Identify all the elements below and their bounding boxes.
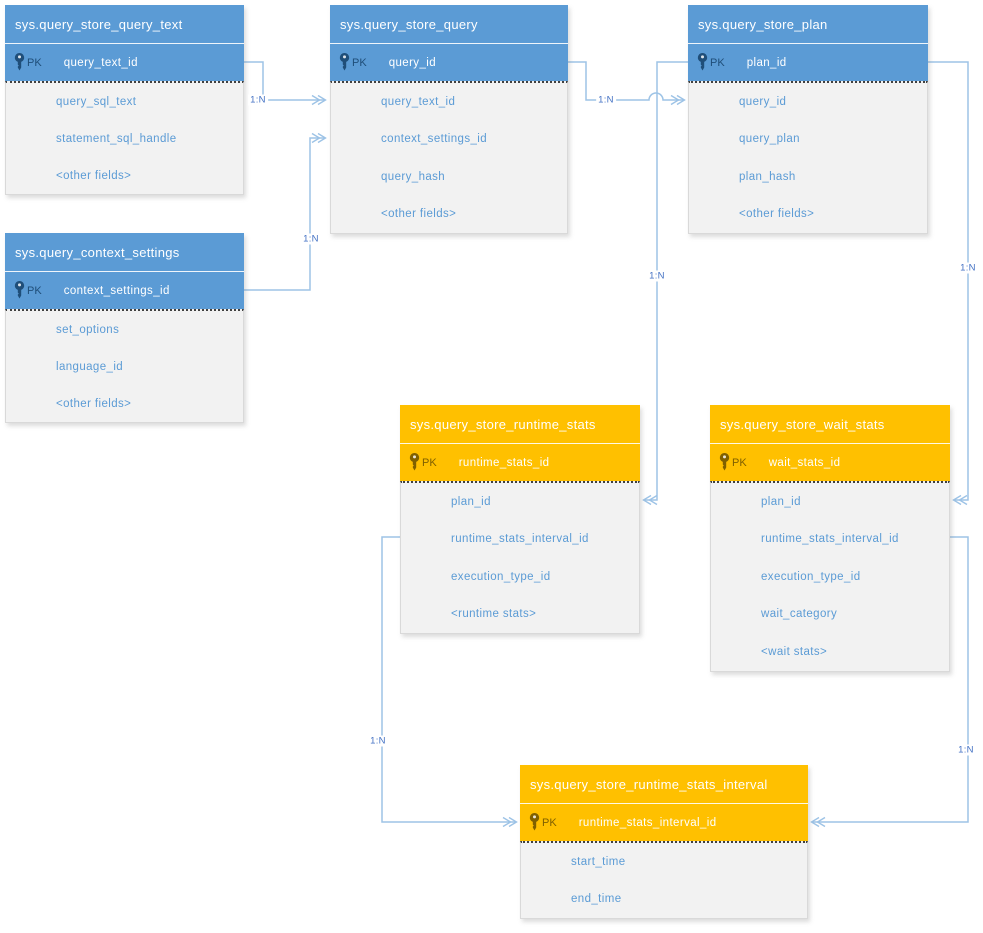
pk-row: PK query_text_id — [5, 43, 244, 81]
entity-title: sys.query_store_plan — [688, 5, 928, 43]
pk-row: PK query_id — [330, 43, 568, 81]
field-row: execution_type_id — [761, 570, 861, 583]
field-row: query_hash — [381, 170, 446, 183]
key-icon — [13, 280, 26, 301]
field-row: plan_hash — [739, 170, 796, 183]
connector-query-to-plan[interactable] — [568, 61, 686, 106]
connector-contextsettings-to-query[interactable] — [244, 132, 327, 291]
pk-row: PK plan_id — [688, 43, 928, 81]
field-row: <other fields> — [56, 397, 132, 410]
field-list: start_time end_time — [520, 841, 808, 919]
field-row: runtime_stats_interval_id — [761, 533, 899, 546]
field-row: runtime_stats_interval_id — [451, 533, 589, 546]
pk-label: PK — [542, 816, 557, 829]
cardinality-label: 1:N — [301, 233, 321, 245]
field-row: context_settings_id — [381, 133, 488, 146]
cardinality-label: 1:N — [368, 735, 388, 747]
connector-plan-to-waitstats[interactable] — [928, 61, 969, 506]
key-icon — [718, 452, 731, 473]
entity-query-context-settings[interactable]: sys.query_context_settings PK context_se… — [5, 233, 244, 423]
key-icon — [408, 452, 421, 473]
field-row: query_text_id — [381, 95, 456, 108]
entity-title: sys.query_store_runtime_stats — [400, 405, 640, 443]
entity-title: sys.query_store_query_text — [5, 5, 244, 43]
cardinality-label: 1:N — [956, 744, 976, 756]
entity-title: sys.query_store_wait_stats — [710, 405, 950, 443]
field-list: query_id query_plan plan_hash <other fie… — [688, 81, 928, 234]
pk-field-name: plan_id — [746, 56, 787, 69]
field-list: query_text_id context_settings_id query_… — [330, 81, 568, 234]
pk-field-name: runtime_stats_id — [458, 456, 550, 469]
pk-field-name: runtime_stats_interval_id — [578, 816, 717, 829]
field-row: <runtime stats> — [451, 608, 537, 621]
field-row: statement_sql_handle — [56, 132, 177, 145]
pk-row: PK wait_stats_id — [710, 443, 950, 481]
entity-query-store-runtime-stats[interactable]: sys.query_store_runtime_stats PK runtime… — [400, 405, 640, 634]
field-row: set_options — [56, 323, 120, 336]
pk-row: PK runtime_stats_interval_id — [520, 803, 808, 841]
field-row: language_id — [56, 360, 124, 373]
field-row: end_time — [571, 893, 622, 906]
entity-query-store-query-text[interactable]: sys.query_store_query_text PK query_text… — [5, 5, 244, 195]
connector-runtimestats-to-interval[interactable] — [381, 536, 518, 828]
pk-field-name: query_id — [388, 56, 437, 69]
field-row: plan_id — [451, 495, 491, 508]
pk-field-name: wait_stats_id — [768, 456, 841, 469]
field-row: plan_id — [761, 495, 801, 508]
cardinality-label: 1:N — [596, 94, 616, 106]
entity-title: sys.query_context_settings — [5, 233, 244, 271]
key-icon — [696, 52, 709, 73]
pk-field-name: query_text_id — [63, 56, 138, 69]
field-row: execution_type_id — [451, 570, 551, 583]
cardinality-label: 1:N — [958, 262, 978, 274]
pk-row: PK runtime_stats_id — [400, 443, 640, 481]
field-list: plan_id runtime_stats_interval_id execut… — [400, 481, 640, 634]
key-icon — [528, 812, 541, 833]
field-list: set_options language_id <other fields> — [5, 309, 244, 423]
pk-field-name: context_settings_id — [63, 284, 170, 297]
field-row: <other fields> — [381, 208, 457, 221]
field-row: <other fields> — [56, 169, 132, 182]
field-row: query_id — [739, 95, 787, 108]
field-row: <wait stats> — [761, 645, 828, 658]
cardinality-label: 1:N — [647, 270, 667, 282]
cardinality-label: 1:N — [248, 94, 268, 106]
pk-label: PK — [710, 56, 725, 69]
field-row: query_sql_text — [56, 95, 137, 108]
pk-label: PK — [422, 456, 437, 469]
key-icon — [13, 52, 26, 73]
entity-title: sys.query_store_query — [330, 5, 568, 43]
pk-label: PK — [352, 56, 367, 69]
field-row: <other fields> — [739, 208, 815, 221]
key-icon — [338, 52, 351, 73]
pk-label: PK — [732, 456, 747, 469]
pk-row: PK context_settings_id — [5, 271, 244, 309]
connector-waitstats-to-interval[interactable] — [810, 536, 969, 828]
field-row: query_plan — [739, 133, 800, 146]
field-row: wait_category — [761, 608, 838, 621]
field-list: plan_id runtime_stats_interval_id execut… — [710, 481, 950, 672]
connector-querytext-to-query[interactable] — [244, 61, 327, 106]
entity-query-store-wait-stats[interactable]: sys.query_store_wait_stats PK wait_stats… — [710, 405, 950, 672]
entity-query-store-runtime-stats-interval[interactable]: sys.query_store_runtime_stats_interval P… — [520, 765, 808, 919]
pk-label: PK — [27, 56, 42, 69]
entity-query-store-plan[interactable]: sys.query_store_plan PK plan_id query_id… — [688, 5, 928, 234]
entity-title: sys.query_store_runtime_stats_interval — [520, 765, 808, 803]
field-row: start_time — [571, 855, 626, 868]
pk-label: PK — [27, 284, 42, 297]
entity-query-store-query[interactable]: sys.query_store_query PK query_id query_… — [330, 5, 568, 234]
field-list: query_sql_text statement_sql_handle <oth… — [5, 81, 244, 195]
